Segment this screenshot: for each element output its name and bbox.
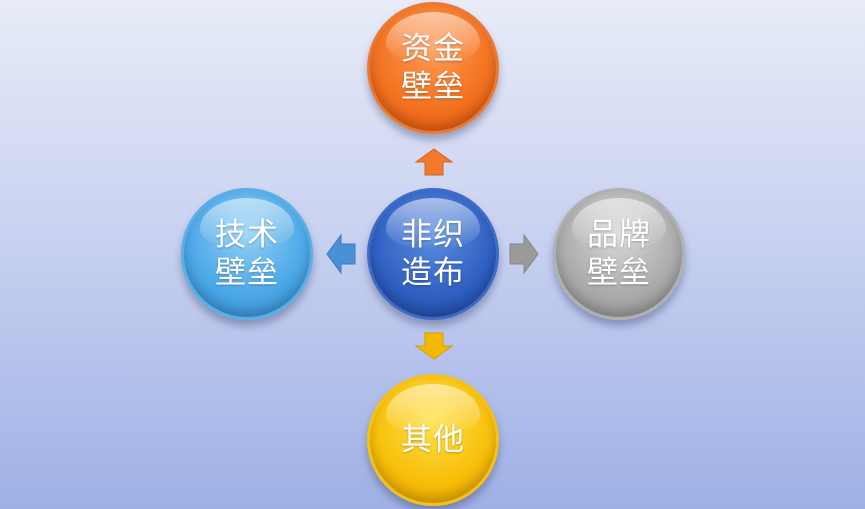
left-node: 技术壁垒 <box>181 188 313 320</box>
arrow-down-icon <box>414 332 454 360</box>
left-node-label: 技术壁垒 <box>215 217 279 291</box>
arrow-left-icon <box>326 233 356 275</box>
bottom-node: 其他 <box>367 374 499 506</box>
bottom-node-label: 其他 <box>401 422 465 458</box>
top-node-label: 资金壁垒 <box>401 31 465 105</box>
arrow-right-shape <box>509 233 539 275</box>
right-node-label: 品牌壁垒 <box>587 217 651 291</box>
arrow-down-shape <box>414 332 454 360</box>
arrow-up-icon <box>414 148 454 176</box>
top-node: 资金壁垒 <box>367 2 499 134</box>
center-node-label: 非织造布 <box>401 217 465 291</box>
right-node: 品牌壁垒 <box>553 188 685 320</box>
arrow-up-shape <box>414 148 454 176</box>
arrow-right-icon <box>509 233 539 275</box>
arrow-left-shape <box>326 233 356 275</box>
center-node: 非织造布 <box>367 188 499 320</box>
